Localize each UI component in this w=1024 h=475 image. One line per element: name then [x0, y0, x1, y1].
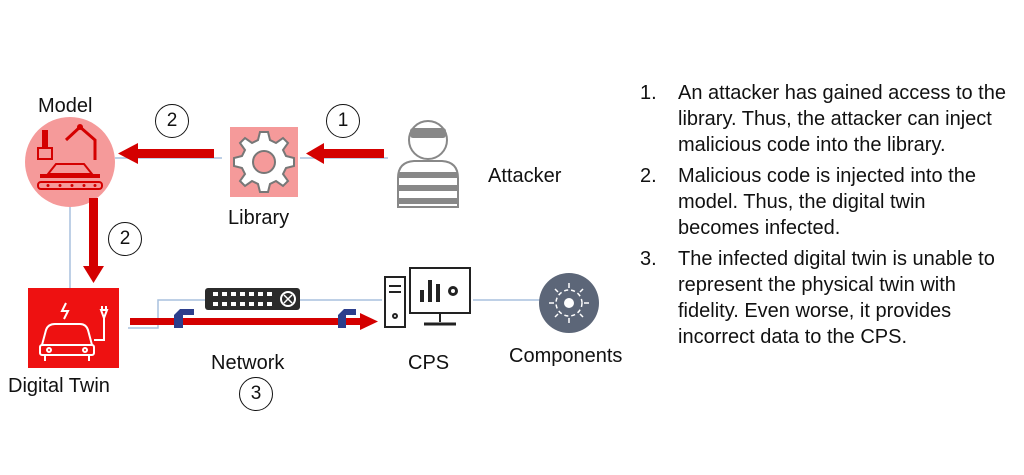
- network-label: Network: [211, 352, 285, 374]
- arrow-model-to-digital-twin: [83, 198, 104, 283]
- attack-arrows: [83, 143, 384, 330]
- attacker-label: Attacker: [488, 165, 562, 187]
- network-tabs: [174, 309, 356, 328]
- step-number: 2.: [640, 165, 657, 187]
- model-label: Model: [38, 95, 93, 117]
- list-item: 2. Malicious code is injected into the m…: [640, 163, 1010, 241]
- library-label: Library: [228, 207, 290, 229]
- computer-icon: [384, 267, 471, 328]
- gear-icon: [230, 127, 298, 197]
- step-text: An attacker has gained access to the lib…: [678, 82, 1006, 156]
- step-marker: 2: [108, 222, 142, 256]
- step-marker: 2: [155, 104, 189, 138]
- components-icon: [539, 273, 599, 333]
- factory-robot-icon: [25, 117, 115, 207]
- step-number: 1.: [640, 82, 657, 104]
- steps-list: 1. An attacker has gained access to the …: [640, 80, 1010, 355]
- network-switch-icon: [205, 288, 300, 310]
- arrow-attacker-to-library: [306, 143, 384, 164]
- list-item: 3. The infected digital twin is unable t…: [640, 246, 1010, 350]
- step-number: 3.: [640, 248, 657, 270]
- cps-label: CPS: [408, 352, 450, 374]
- digital-twin-label: Digital Twin: [8, 375, 110, 397]
- step-marker: 1: [326, 104, 360, 138]
- ev-car-icon: [28, 288, 119, 368]
- arrow-library-to-model: [118, 143, 214, 164]
- step-text: Malicious code is injected into the mode…: [678, 165, 976, 239]
- hacker-icon: [397, 120, 459, 208]
- arrow-digital-twin-to-cps: [130, 313, 378, 330]
- step-marker: 3: [239, 377, 273, 411]
- list-item: 1. An attacker has gained access to the …: [640, 80, 1010, 158]
- step-text: The infected digital twin is unable to r…: [678, 248, 995, 348]
- components-label: Components: [509, 345, 623, 367]
